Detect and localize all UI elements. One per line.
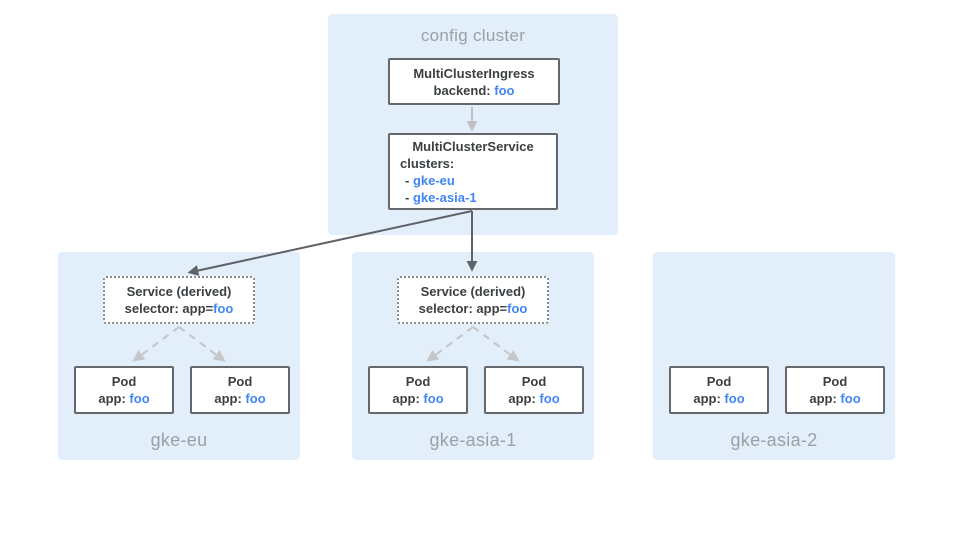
derived-service-node: Service (derived) selector: app=foo bbox=[397, 276, 549, 324]
list-dash: - bbox=[405, 172, 413, 188]
app-value: foo bbox=[129, 391, 150, 406]
pod-title: Pod bbox=[822, 374, 848, 389]
pod-title: Pod bbox=[521, 374, 547, 389]
app-label: app: bbox=[392, 391, 424, 406]
multiclusteringress-backend: backend: foo bbox=[390, 82, 558, 99]
cluster-list-item: - gke-asia-1 bbox=[390, 189, 556, 206]
app-label: app: bbox=[508, 391, 540, 406]
cluster-name-gke-eu: gke-eu bbox=[412, 172, 455, 188]
config-cluster: config cluster MultiClusterIngress backe… bbox=[328, 14, 618, 235]
pod-title: Pod bbox=[706, 374, 732, 389]
cluster-label-gke-eu: gke-eu bbox=[150, 430, 208, 450]
pod-node: Pod app: foo bbox=[785, 366, 885, 414]
cluster-gke-eu: Service (derived) selector: app=foo Pod … bbox=[58, 252, 300, 460]
pod-node: Pod app: foo bbox=[484, 366, 584, 414]
pod-app: app: foo bbox=[787, 390, 883, 407]
selector-label: selector: app= bbox=[418, 301, 508, 316]
app-value: foo bbox=[724, 391, 745, 406]
pod-app: app: foo bbox=[486, 390, 582, 407]
selector-label: selector: app= bbox=[124, 301, 214, 316]
pod-node: Pod app: foo bbox=[368, 366, 468, 414]
cluster-list-item: - gke-eu bbox=[390, 172, 556, 189]
app-value: foo bbox=[245, 391, 266, 406]
cluster-label-gke-asia-1: gke-asia-1 bbox=[429, 430, 517, 450]
backend-label: backend: bbox=[433, 82, 495, 98]
multiclusterservice-node: MultiClusterService clusters: - gke-eu -… bbox=[388, 133, 558, 210]
pod-app: app: foo bbox=[76, 390, 172, 407]
pod-app: app: foo bbox=[192, 390, 288, 407]
selector-value: foo bbox=[507, 301, 528, 316]
multiclusterservice-title: MultiClusterService bbox=[412, 138, 534, 154]
service-title: Service (derived) bbox=[420, 284, 526, 299]
service-selector: selector: app=foo bbox=[399, 300, 547, 317]
app-value: foo bbox=[423, 391, 444, 406]
app-value: foo bbox=[840, 391, 861, 406]
pod-node: Pod app: foo bbox=[74, 366, 174, 414]
list-dash: - bbox=[405, 189, 413, 205]
derived-service-node: Service (derived) selector: app=foo bbox=[103, 276, 255, 324]
app-label: app: bbox=[693, 391, 725, 406]
pod-app: app: foo bbox=[370, 390, 466, 407]
pod-app: app: foo bbox=[671, 390, 767, 407]
cluster-label-gke-asia-2: gke-asia-2 bbox=[730, 430, 818, 450]
service-title: Service (derived) bbox=[126, 284, 232, 299]
cluster-name-gke-asia-1: gke-asia-1 bbox=[412, 189, 477, 205]
selector-value: foo bbox=[213, 301, 234, 316]
app-label: app: bbox=[214, 391, 246, 406]
app-value: foo bbox=[539, 391, 560, 406]
app-label: app: bbox=[98, 391, 130, 406]
pod-node: Pod app: foo bbox=[669, 366, 769, 414]
multiclusteringress-title: MultiClusterIngress bbox=[413, 65, 535, 81]
service-selector: selector: app=foo bbox=[105, 300, 253, 317]
app-label: app: bbox=[809, 391, 841, 406]
multiclusteringress-node: MultiClusterIngress backend: foo bbox=[388, 58, 560, 105]
backend-value: foo bbox=[494, 82, 515, 98]
cluster-gke-asia-1: Service (derived) selector: app=foo Pod … bbox=[352, 252, 594, 460]
pod-title: Pod bbox=[227, 374, 253, 389]
clusters-label: clusters: bbox=[400, 155, 455, 171]
pod-title: Pod bbox=[111, 374, 137, 389]
cluster-gke-asia-2: Pod app: foo Pod app: foo gke-asia-2 bbox=[653, 252, 895, 460]
config-cluster-title: config cluster bbox=[420, 26, 526, 45]
pod-node: Pod app: foo bbox=[190, 366, 290, 414]
pod-title: Pod bbox=[405, 374, 431, 389]
